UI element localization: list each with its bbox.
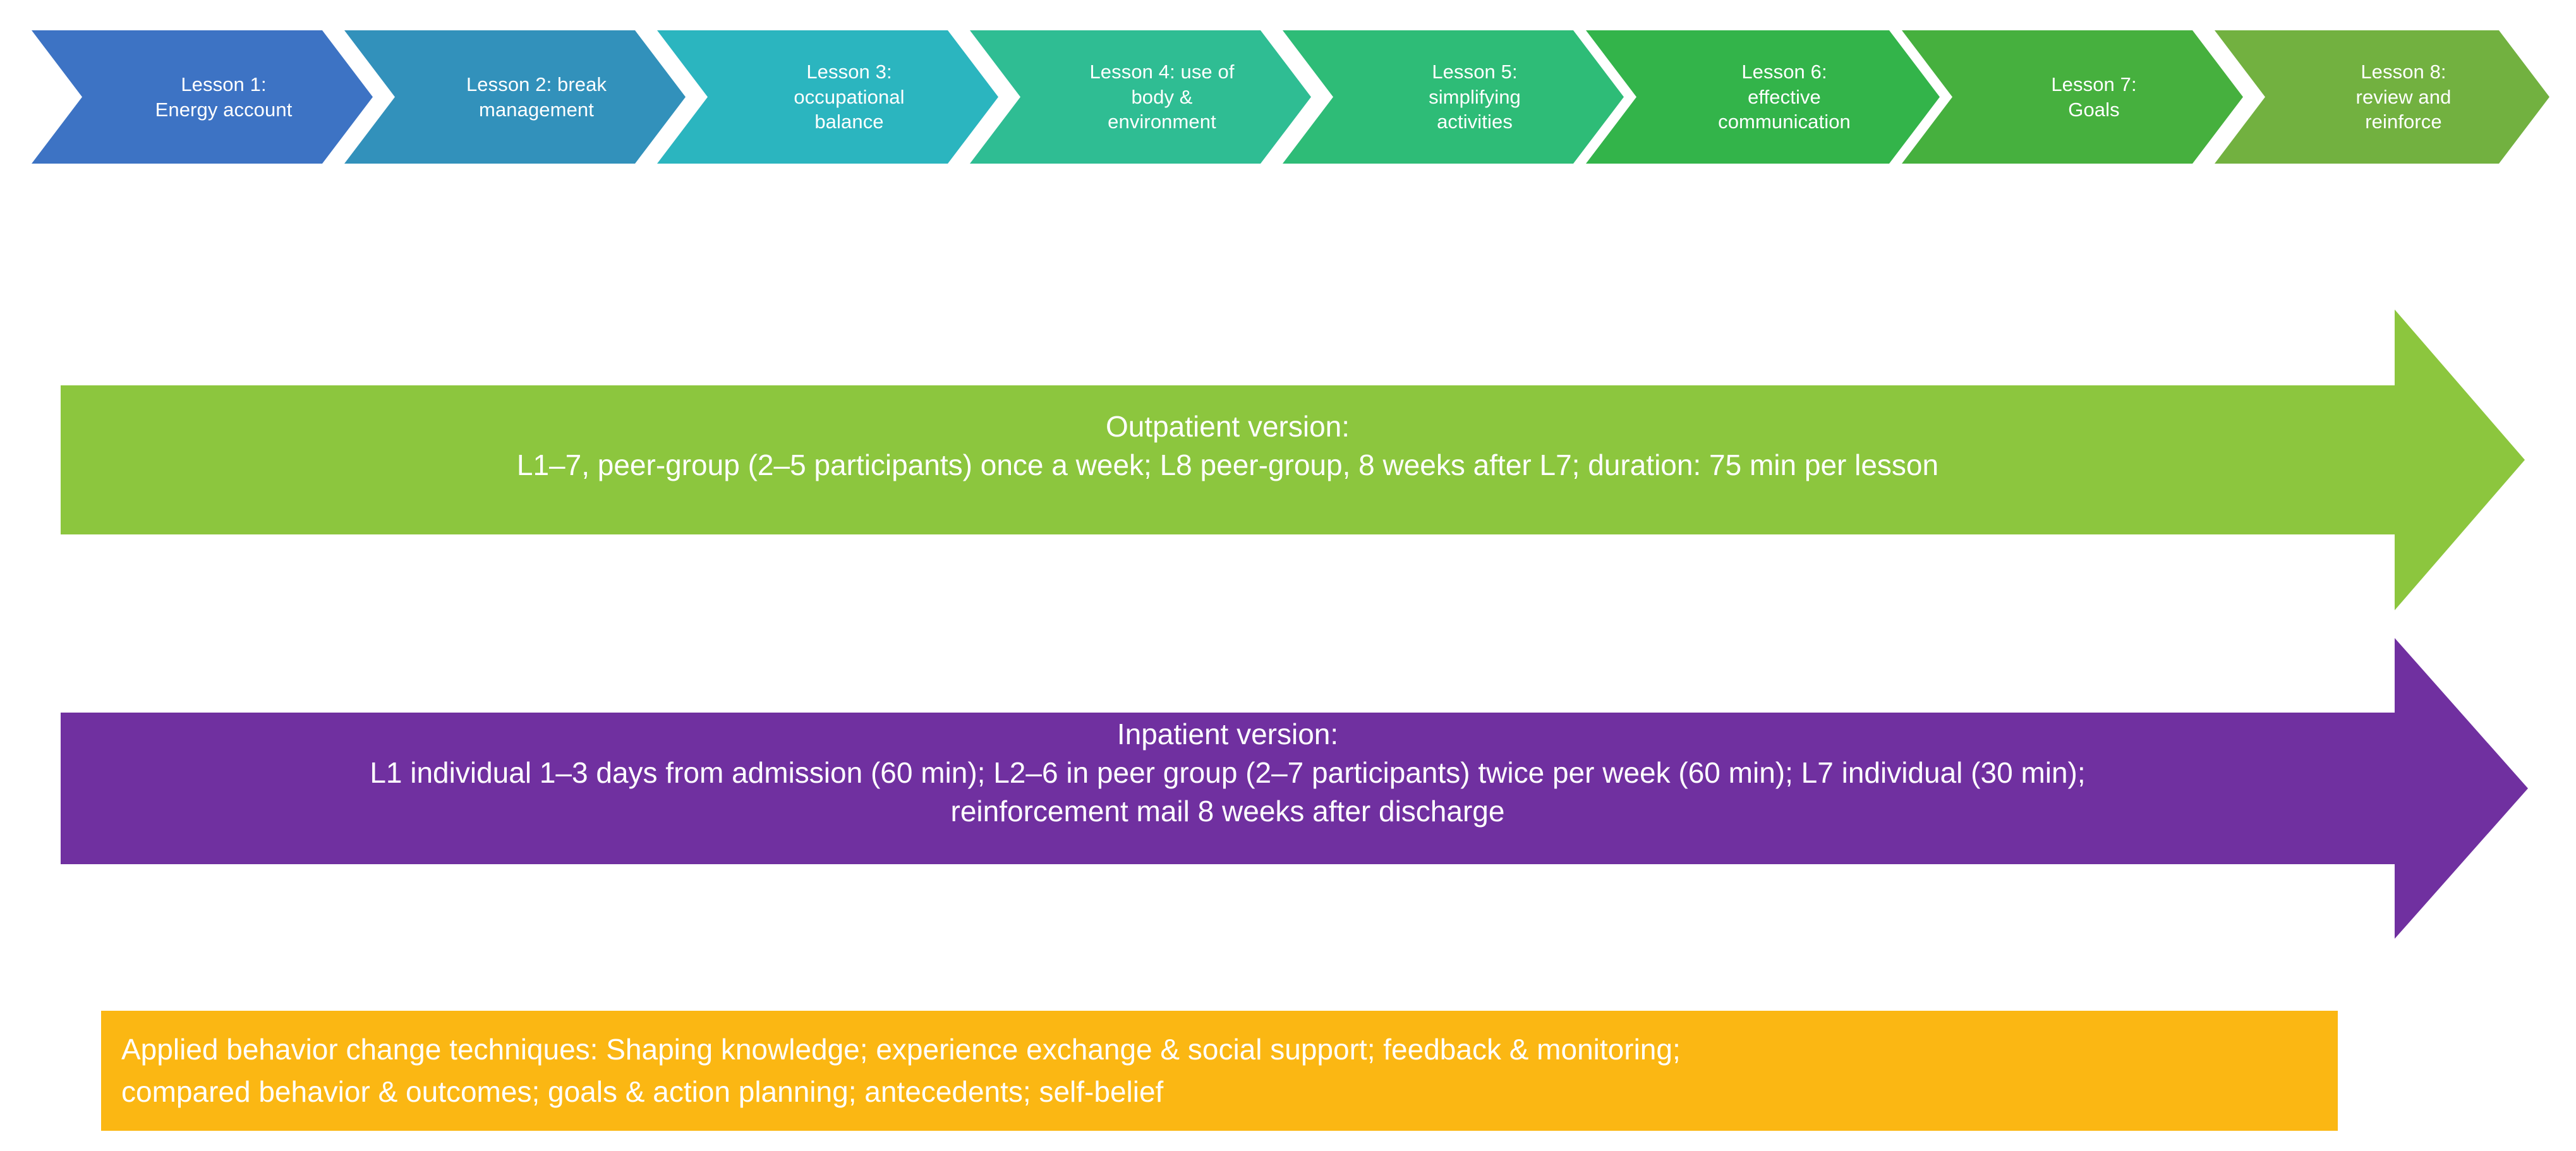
lesson-chevron-7-label: Lesson 7: Goals — [2051, 73, 2137, 121]
lesson-chevron-2-label: Lesson 2: break management — [466, 73, 607, 121]
lesson-chevron-8[interactable]: Lesson 8: review and reinforce — [2215, 30, 2549, 164]
lesson-chevron-4-label: Lesson 4: use of body & environment — [1089, 60, 1235, 133]
lesson-chevron-5-label: Lesson 5: simplifying activities — [1429, 60, 1521, 133]
behavior-change-techniques-text: Applied behavior change techniques: Shap… — [121, 1033, 1681, 1108]
lesson-chevron-1-label: Lesson 1: Energy account — [155, 73, 293, 121]
outpatient-version-arrow: Outpatient version: L1–7, peer-group (2–… — [61, 310, 2525, 610]
lesson-chevron-5[interactable]: Lesson 5: simplifying activities — [1283, 30, 1624, 164]
outpatient-version-text: Outpatient version: L1–7, peer-group (2–… — [516, 410, 1939, 482]
lesson-chevron-2[interactable]: Lesson 2: break management — [344, 30, 686, 164]
inpatient-version-text: Inpatient version: L1 individual 1–3 day… — [370, 718, 2086, 828]
outpatient-arrow-shape — [61, 310, 2525, 610]
lesson-chevron-6[interactable]: Lesson 6: effective communication — [1586, 30, 1940, 164]
lesson-chevron-1[interactable]: Lesson 1: Energy account — [32, 30, 373, 164]
lesson-chevron-4[interactable]: Lesson 4: use of body & environment — [970, 30, 1311, 164]
lesson-chevron-3[interactable]: Lesson 3: occupational balance — [657, 30, 998, 164]
behavior-change-techniques-banner: Applied behavior change techniques: Shap… — [101, 1011, 2338, 1131]
inpatient-arrow-shape — [61, 638, 2528, 939]
lesson-chevron-6-label: Lesson 6: effective communication — [1718, 60, 1851, 133]
lesson-chevron-7[interactable]: Lesson 7: Goals — [1902, 30, 2243, 164]
inpatient-version-arrow: Inpatient version: L1 individual 1–3 day… — [61, 638, 2528, 939]
lesson-sequence: Lesson 1: Energy account Lesson 2: break… — [0, 0, 2576, 190]
lesson-chevron-3-label: Lesson 3: occupational balance — [794, 60, 905, 133]
lesson-chevron-8-label: Lesson 8: review and reinforce — [2355, 60, 2452, 133]
